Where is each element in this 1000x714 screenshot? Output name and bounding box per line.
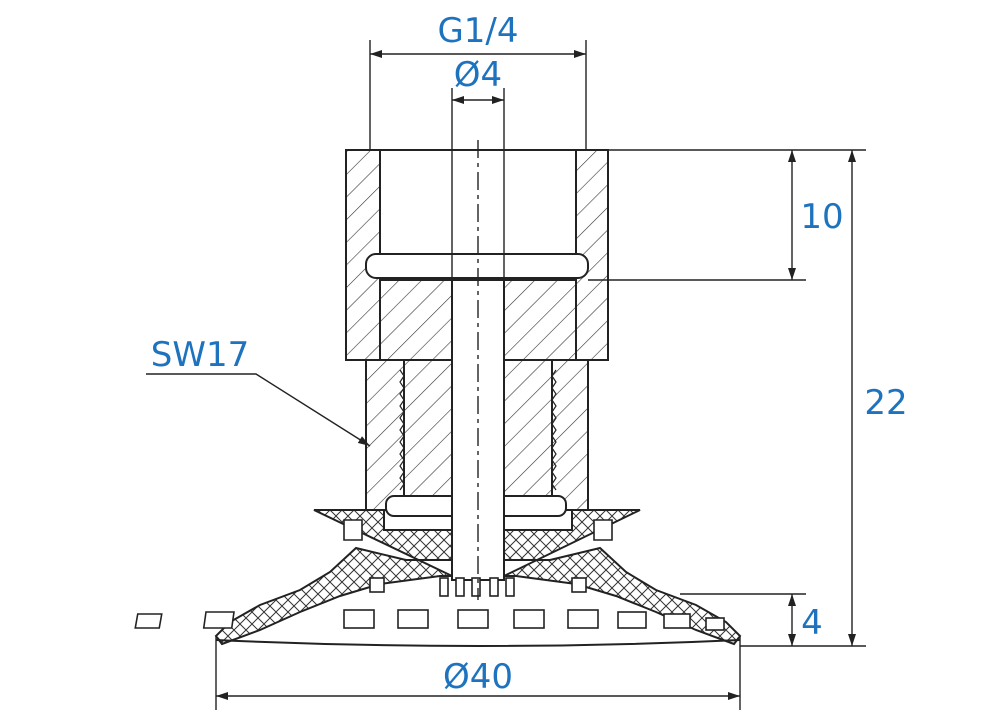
bore-diameter-label: Ø4 [454,55,502,95]
thread-depth-label: 10 [800,197,843,237]
total-height-label: 22 [864,383,907,423]
suction-cup [134,509,742,647]
cup-diameter-label: Ø40 [443,657,513,697]
lip-height-label: 4 [801,603,823,643]
thread-size-label: G1/4 [437,11,518,51]
wrench-size-label: SW17 [151,335,249,375]
support-grid [134,609,725,631]
dimension-labels: G1/4 Ø4 10 22 4 Ø40 SW17 [151,11,908,697]
oring-groove [365,253,589,279]
dimension-lines [146,40,866,710]
fitting-body [345,149,609,361]
